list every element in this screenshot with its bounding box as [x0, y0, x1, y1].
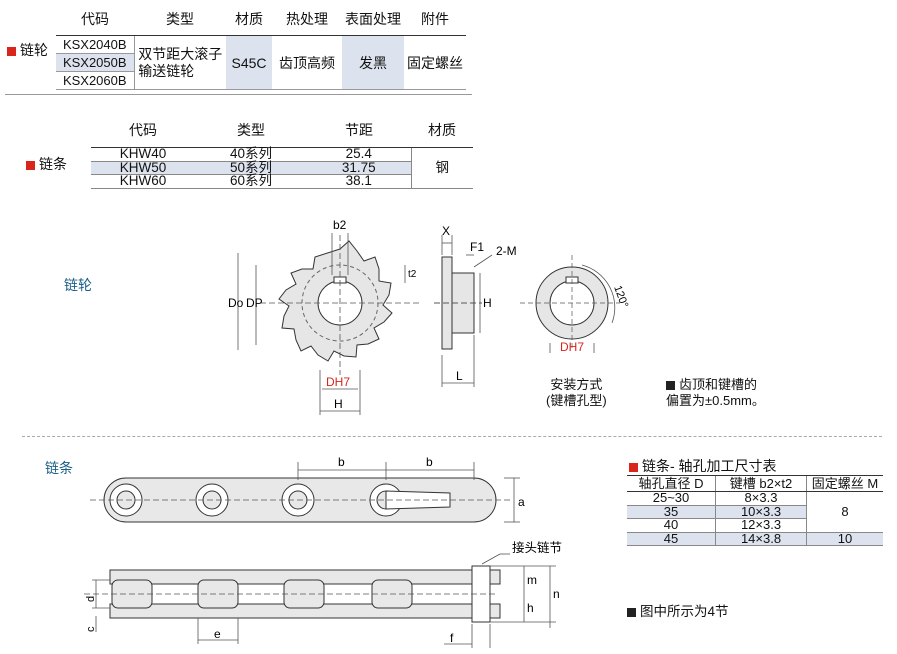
dim-h: H: [334, 397, 343, 411]
chain-pitch: 25.4: [307, 147, 411, 162]
code-cell: KSX2050B: [56, 53, 135, 72]
offset-note: 齿顶和键槽的 偏置为±0.5mm。: [666, 377, 765, 408]
dim-c: c: [85, 626, 97, 632]
header-material: 材质: [411, 112, 473, 148]
dim-l: L: [456, 369, 463, 383]
bore-key: 10×3.3: [715, 505, 807, 519]
black-square-icon: [666, 381, 675, 391]
header-heat: 热处理: [272, 2, 342, 36]
dim-b2: b2: [333, 218, 347, 232]
chain-type: 40系列: [195, 147, 307, 162]
figure-note: 图中所示为4节: [627, 600, 729, 620]
red-square-icon: [26, 160, 35, 170]
divider: [5, 94, 472, 95]
header-bore: 轴孔直径 D: [627, 475, 716, 492]
dim-t2: t2: [408, 269, 417, 280]
sprocket-section-label: 链轮: [64, 277, 92, 293]
bore-screw: 10: [806, 532, 883, 546]
type-cell: 双节距大滚子输送链轮: [134, 35, 226, 90]
bore-table-title: 链条- 轴孔加工尺寸表: [629, 456, 777, 476]
accessory-cell: 固定螺丝: [404, 35, 466, 90]
dim-f: f: [450, 631, 454, 645]
dim-n: n: [553, 587, 560, 601]
chain-section-label: 链条: [45, 460, 73, 476]
joint-label: 接头链节: [512, 540, 562, 555]
chain-type: 60系列: [195, 174, 307, 189]
chain-drawing: b b a d c e f m h n 接头链节: [84, 455, 562, 648]
header-accessory: 附件: [404, 2, 466, 36]
heat-cell: 齿顶高频: [272, 35, 342, 90]
bore-table: 轴孔直径 D 键槽 b2×t2 固定螺丝 M 25~30 8×3.3 8 35 …: [627, 475, 883, 546]
chain-material: 钢: [410, 147, 473, 189]
chain-pitch: 38.1: [307, 174, 411, 189]
chain-code: KHW60: [91, 174, 195, 189]
sprocket-table: 代码 类型 材质 热处理 表面处理 附件 KSX2040B 双节距大滚子输送链轮…: [56, 2, 466, 90]
dim-b-2: b: [426, 455, 433, 469]
sprocket-front-view: [278, 240, 393, 362]
red-square-icon: [7, 46, 16, 56]
chain-type: 50系列: [195, 161, 307, 175]
dim-b: b: [338, 455, 345, 469]
code-cell: KSX2060B: [56, 71, 135, 90]
bore-key: 8×3.3: [715, 491, 807, 506]
dim-d: d: [85, 596, 97, 602]
dim-x: X: [442, 224, 450, 238]
dim-do: Do: [228, 296, 244, 310]
header-type: 类型: [195, 112, 307, 148]
red-square-icon: [629, 462, 638, 472]
header-material: 材质: [226, 2, 272, 36]
sprocket-drawing: b2 t2 Do DP DH7 H X F1 2-M H L 120° DH7: [228, 218, 630, 415]
dim-h-side: H: [483, 296, 492, 310]
chain-code: KHW40: [91, 147, 195, 162]
dim-dh7-ring: DH7: [560, 340, 584, 354]
chain-code: KHW50: [91, 161, 195, 175]
install-caption: 安装方式 (键槽孔型): [546, 377, 607, 408]
dim-a: a: [518, 495, 525, 509]
code-cell: KSX2040B: [56, 35, 135, 54]
bore-d: 35: [627, 505, 716, 519]
chain-group-label: 链条: [26, 154, 67, 174]
header-code: 代码: [56, 2, 134, 36]
material-cell: S45C: [226, 35, 272, 90]
sprocket-group-label: 链轮: [7, 40, 48, 60]
bore-key: 14×3.8: [715, 532, 807, 546]
bore-d: 40: [627, 518, 716, 533]
hub-ring-view: [520, 255, 620, 353]
sprocket-side-view: [434, 256, 482, 350]
dim-dp: DP: [246, 296, 263, 310]
dim-2m: 2-M: [496, 244, 517, 258]
dim-dh7: DH7: [326, 375, 350, 389]
bore-d: 45: [627, 532, 716, 546]
dim-m: m: [527, 573, 537, 587]
header-surface: 表面处理: [342, 2, 404, 36]
dim-h: h: [527, 601, 534, 615]
header-key: 键槽 b2×t2: [715, 475, 807, 492]
header-code: 代码: [91, 112, 195, 148]
dim-120: 120°: [611, 284, 630, 309]
bore-screw: 8: [806, 491, 883, 533]
bore-d: 25~30: [627, 491, 716, 506]
bore-key: 12×3.3: [715, 518, 807, 533]
header-type: 类型: [134, 2, 226, 36]
surface-cell: 发黑: [342, 35, 404, 90]
chain-pitch: 31.75: [307, 161, 411, 175]
section-divider: [22, 436, 882, 437]
black-square-icon: [627, 607, 636, 617]
header-screw: 固定螺丝 M: [806, 475, 883, 492]
dim-f1: F1: [470, 240, 484, 254]
dim-e: e: [214, 627, 221, 641]
chain-table: 代码 类型 节距 材质 KHW40 40系列 25.4 钢 KHW50 50系列…: [91, 112, 473, 189]
header-pitch: 节距: [307, 112, 411, 148]
